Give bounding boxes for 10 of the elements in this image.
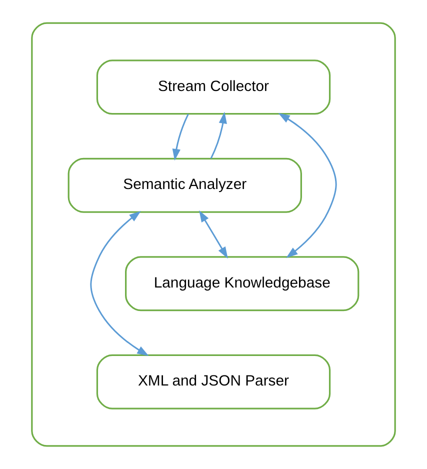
node-box: XML and JSON Parser	[96, 354, 331, 410]
node-box: Stream Collector	[96, 60, 331, 115]
arrow	[210, 112, 227, 159]
arrow	[278, 113, 337, 258]
arrow	[90, 211, 149, 356]
arrow	[199, 210, 228, 259]
arrow	[172, 114, 189, 161]
cluster	[31, 22, 396, 447]
node-box: Semantic Analyzer	[68, 158, 302, 213]
node-box: Language Knowledgebase	[125, 256, 360, 312]
